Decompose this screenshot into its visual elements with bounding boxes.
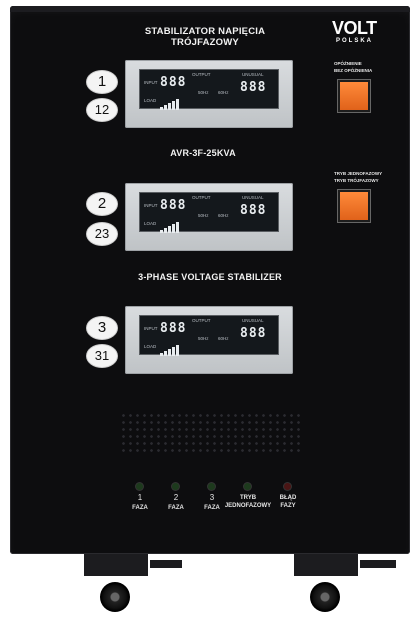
- phase-number-1: 1: [86, 70, 118, 94]
- phase-3-display-panel: INPUT OUTPUT UNUSUAL 888 888 LOAD 50Hz 6…: [125, 306, 293, 374]
- caster-wheel-right: [310, 582, 340, 612]
- phase-mode-toggle-button[interactable]: [338, 190, 370, 222]
- caster-brake-right: [360, 560, 396, 568]
- header-line1: STABILIZATOR NAPIĘCIA: [144, 26, 266, 37]
- phase-number-3: 3: [86, 316, 118, 340]
- single-phase-mode-led: [244, 483, 251, 490]
- phase-callout-31: 31: [86, 344, 118, 368]
- indicator-1-label: FAZA: [132, 505, 148, 511]
- phase-2-display-panel: INPUT OUTPUT UNUSUAL 888 888 LOAD 50Hz 6…: [125, 183, 293, 251]
- phase-2-led: [172, 483, 179, 490]
- phase-number-2: 2: [86, 192, 118, 216]
- switch1-label-b: BEZ OPÓŹNIENIA: [334, 68, 373, 73]
- phase-2-lcd: INPUT OUTPUT UNUSUAL 888 888 LOAD 50Hz 6…: [139, 192, 279, 233]
- phase-3-led: [208, 483, 215, 490]
- caster-wheel-left: [100, 582, 130, 612]
- volt-logo-sub: POLSKA: [336, 38, 374, 44]
- phase-callout-23: 23: [86, 222, 118, 246]
- phase-error-led: [284, 483, 291, 490]
- subtitle-label: 3-PHASE VOLTAGE STABILIZER: [138, 272, 282, 282]
- switch2-label-a: TRYB JEDNOFAZOWY: [334, 171, 383, 176]
- ventilation-grille: [120, 412, 304, 456]
- volt-logo: VOLT: [332, 18, 377, 38]
- caster-brake-left: [150, 560, 182, 568]
- indicator-5-label: FAZY: [280, 503, 296, 509]
- indicator-4-label: JEDNOFAZOWY: [224, 503, 272, 509]
- phase-1-led: [136, 483, 143, 490]
- indicator-1-num: 1: [137, 493, 143, 502]
- indicator-4-num: TRYB: [239, 495, 257, 501]
- delay-toggle-button[interactable]: [338, 80, 370, 112]
- indicator-3-label: FAZA: [204, 505, 220, 511]
- phase-1-lcd: INPUT OUTPUT UNUSUAL 888 888 LOAD 50Hz 6…: [139, 69, 279, 110]
- header-line2: TRÓJFAZOWY: [171, 37, 239, 48]
- indicator-2-num: 2: [173, 493, 179, 502]
- phase-3-lcd: INPUT OUTPUT UNUSUAL 888 888 LOAD 50Hz 6…: [139, 315, 279, 356]
- indicator-5-num: BŁĄD: [279, 495, 297, 501]
- model-label: AVR-3F-25KVA: [170, 148, 236, 158]
- switch1-label-a: OPÓŹNIENIE: [334, 61, 362, 66]
- caster-mount-right: [294, 554, 358, 576]
- switch2-label-b: TRYB TRÓJFAZOWY: [334, 178, 379, 183]
- indicator-2-label: FAZA: [168, 505, 184, 511]
- phase-callout-12: 12: [86, 98, 118, 122]
- cabinet-top-edge: [10, 6, 410, 12]
- phase-1-display-panel: INPUT OUTPUT UNUSUAL 888 888 LOAD 50Hz 6…: [125, 60, 293, 128]
- indicator-3-num: 3: [209, 493, 215, 502]
- caster-mount-left: [84, 554, 148, 576]
